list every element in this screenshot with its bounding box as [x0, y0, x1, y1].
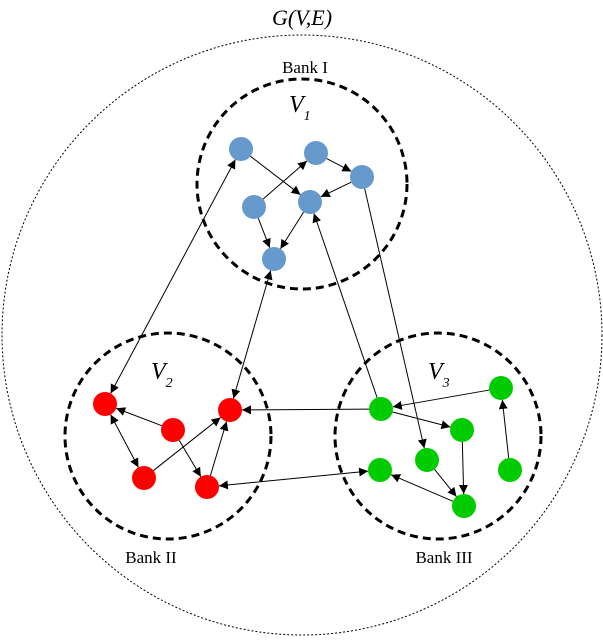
- edge-b1a-b1e: [250, 155, 301, 196]
- edge-b2c-b2e: [178, 440, 202, 477]
- node-bank3-b3a: [489, 376, 513, 400]
- node-bank1-b1b: [304, 141, 328, 165]
- edge-b3a-b3b: [392, 389, 490, 410]
- edge-b2c-b2a: [116, 407, 162, 427]
- graph-title: G(V,E): [272, 5, 332, 30]
- edge-b1d-b1b: [262, 160, 308, 200]
- subset-v2-label: V2: [151, 359, 173, 391]
- subset-v3-label: V3: [428, 359, 450, 391]
- edge-bidirectional-b2e-b3e: [218, 467, 369, 490]
- edge-b3c-b3g: [458, 441, 468, 495]
- node-bank2-b2e: [195, 475, 219, 499]
- edges-layer: [110, 155, 510, 502]
- node-bank1-b1c: [350, 165, 374, 189]
- node-bank3-b3f: [498, 458, 522, 482]
- subset-v1-sub: 1: [304, 109, 311, 124]
- subset-v1-label: V1: [289, 92, 311, 124]
- edge-bidirectional-b1a-b2a: [110, 159, 236, 394]
- subset-v3-main: V: [428, 359, 445, 385]
- edge-bidirectional-b1f-b2b: [231, 270, 273, 399]
- node-bank2-b2c: [161, 418, 185, 442]
- subset-v1-main: V: [289, 92, 306, 118]
- node-bank2-b2d: [132, 466, 156, 490]
- node-bank3-b3e: [368, 458, 392, 482]
- edge-b3b-b2b: [241, 405, 370, 415]
- node-bank1-b1d: [242, 195, 266, 219]
- edge-b3b-b1e: [312, 213, 378, 398]
- subset-v2-sub: 2: [166, 376, 173, 391]
- edge-b3d-b3g: [434, 469, 457, 497]
- bank-1-label: Bank I: [282, 58, 328, 77]
- node-bank3-b3c: [450, 418, 474, 442]
- node-bank3-b3d: [415, 448, 439, 472]
- edge-b2e-b2b: [209, 421, 229, 476]
- edge-b1b-b1c: [326, 158, 352, 172]
- node-bank1-b1e: [298, 190, 322, 214]
- bank-2-label: Bank II: [125, 548, 177, 567]
- edge-bidirectional-b2a-b2d: [110, 414, 139, 468]
- node-bank3-b3g: [452, 494, 476, 518]
- edge-b3b-b3c: [392, 411, 451, 430]
- node-bank1-b1a: [229, 137, 253, 161]
- edge-b3g-b3e: [390, 474, 454, 502]
- node-bank2-b2a: [93, 392, 117, 416]
- nodes-layer: [93, 137, 522, 518]
- node-bank2-b2b: [218, 398, 242, 422]
- edge-b3f-b3a: [498, 399, 510, 459]
- edge-b1c-b3d: [364, 188, 427, 449]
- bank-3-label: Bank III: [415, 548, 472, 567]
- node-bank1-b1f: [262, 247, 286, 271]
- edge-b1d-b1f: [257, 218, 271, 248]
- edge-b1e-b1f: [279, 211, 305, 250]
- node-bank3-b3b: [369, 397, 393, 421]
- bank-3-boundary: [333, 331, 543, 541]
- edge-b1c-b1e: [320, 181, 352, 198]
- edge-b2d-b2b: [153, 417, 221, 471]
- graph-boundary: [1, 34, 603, 636]
- subset-v3-sub: 3: [442, 376, 450, 391]
